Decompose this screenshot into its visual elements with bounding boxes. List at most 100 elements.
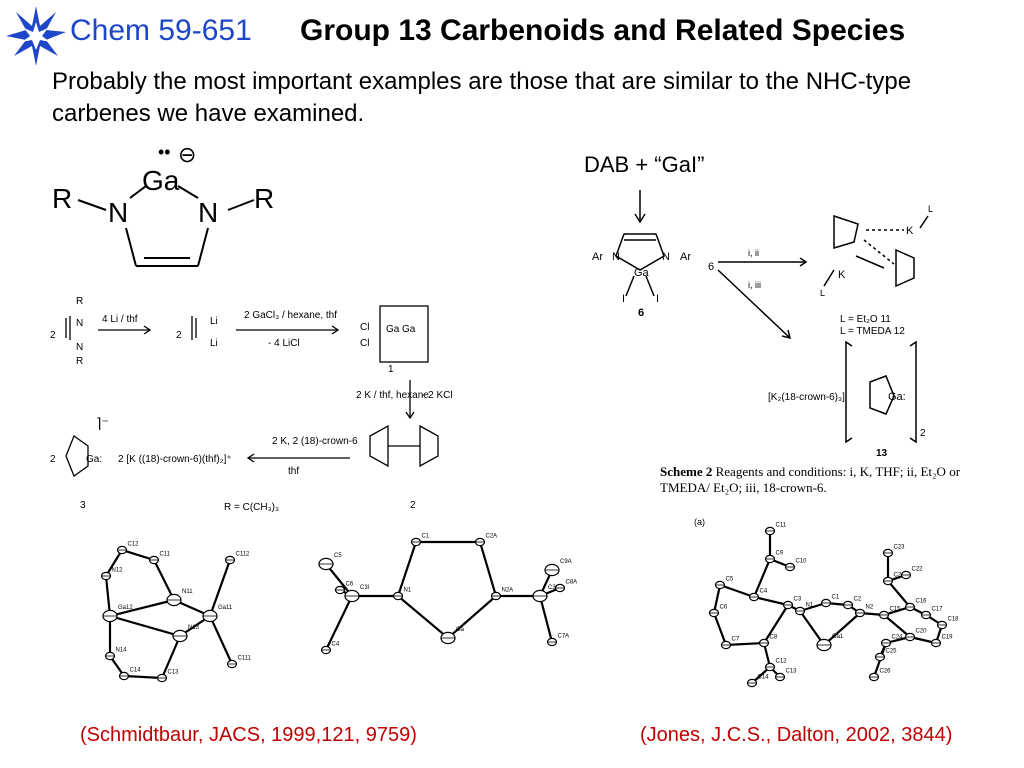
atom-label: N12 [112,568,124,574]
atom-label: C5 [726,577,734,583]
n-label: N [612,251,620,263]
anion-charge-symbol: ⊖ [178,142,196,167]
atom-label: C9 [776,551,784,557]
n-left-label: N [108,197,128,228]
k-label: K [838,269,846,281]
atom-label: C111 [238,656,252,662]
atom-label: C13 [786,669,798,675]
stoich-count: 2 [50,454,56,465]
atom-label: C8 [770,635,778,641]
bond [109,614,181,638]
r-right-label: R [254,183,274,214]
bond [712,612,728,646]
bond [396,541,418,597]
ga-label: Ga [402,324,416,335]
atom-label: C23 [894,545,906,551]
intro-text: Probably the most important examples are… [52,68,912,127]
atom-label: C3 [794,597,802,603]
bond [883,614,911,638]
citation-left: (Schmidtbaur, JACS, 1999,121, 9759) [80,724,417,746]
condition-label: i, iii [748,280,761,290]
right-reaction-scheme: Ar Ar N N Ga I I 6 6 i, ii i, iii K K L … [592,190,933,459]
atom-label: C24 [892,635,904,641]
atom-label: N13 [188,625,200,631]
li-label: Li [210,338,218,349]
atom-label: Ga1 [832,634,844,640]
ga-label: Ga: [888,391,906,403]
r-definition: R = C(CH₃)₃ [224,502,279,513]
snowflake-logo-icon [6,6,66,66]
ga-carbenoid-structure: •• ⊖ Ga N N R R [52,142,274,267]
atom-label: C1 [832,595,840,601]
atom-label: N1 [806,603,814,609]
compound-number: 6 [708,261,714,273]
atom-label: C7 [732,637,740,643]
atom-label: C12 [776,659,788,665]
atom-label: C13 [168,670,180,676]
step3-reagent: 2 K / thf, hexane [356,390,429,401]
atom-label: C22 [912,567,924,573]
page-title: Group 13 Carbenoids and Related Species [300,14,906,47]
atom-label: C10 [796,559,808,565]
scheme-conditions: Reagents and conditions: i, K, THF; ii, … [660,464,961,495]
atom-label: N2 [866,605,874,611]
atom-label: C3l [360,585,369,591]
atom-label: Ga11 [218,605,233,611]
atom-label: C14 [130,668,142,674]
atom-label: C15 [890,607,902,613]
ligand-definition: L = TMEDA 12 [840,326,905,337]
step2-reagent: 2 GaCl₃ / hexane, thf [244,310,337,321]
bond [712,584,722,614]
step4-reagent: 2 K, 2 (18)-crown-6 [272,436,358,447]
step4-solvent: thf [288,466,299,477]
atom-label: C4 [332,642,340,648]
atom-label: C12 [128,542,140,548]
ga-label: Ga [386,324,400,335]
n-label: N [662,251,670,263]
atom-label: C1 [422,534,430,540]
bond [123,674,163,680]
atom-label: C11 [160,552,171,558]
compound-number: 3 [80,500,86,511]
k-label: K [906,225,914,237]
scheme-label: Scheme 2 [660,464,713,479]
bond [719,583,755,599]
bond [447,595,497,639]
crystal-structure-middle: C1C2AC5C6C3lN1N2AC32AC9AC8AC4C7AGa [318,534,578,655]
li-label: Li [210,316,218,327]
r-label: R [76,356,83,367]
condition-label: i, ii [748,248,759,258]
bond [121,548,155,562]
ga-label: Ga [634,267,650,279]
step3-byproduct: - 2 KCl [422,390,453,401]
ar-label: Ar [592,251,603,263]
atom-label: C11 [776,523,787,529]
atom-label: C9A [560,559,572,565]
charge-bracket: ⌉⁻ [96,415,109,431]
cl-label: Cl [360,338,369,349]
iodide-label: I [656,293,659,305]
atom-label: N14 [116,648,128,654]
atom-label: N11 [182,589,193,595]
atom-label: C20 [916,629,928,635]
bond [109,598,175,618]
atom-label: N2A [502,588,514,594]
bond [887,580,911,608]
stoich-count: 2 [176,330,182,341]
atom-label: C25 [886,649,898,655]
compound-number: 2 [410,500,416,511]
atom-label: C8A [566,580,578,586]
l-label: L [928,204,933,214]
cl-label: Cl [360,322,369,333]
subscript-count: 2 [920,428,926,439]
step2-byproduct: - 4 LiCl [268,338,300,349]
atom-label: C112 [236,552,251,558]
bond [325,595,353,651]
r-label: R [76,296,83,307]
atom-label: N1 [404,588,412,594]
bond [823,612,861,646]
n-right-label: N [198,197,218,228]
atom-label: C2 [854,597,862,603]
compound-number: 6 [638,307,644,319]
